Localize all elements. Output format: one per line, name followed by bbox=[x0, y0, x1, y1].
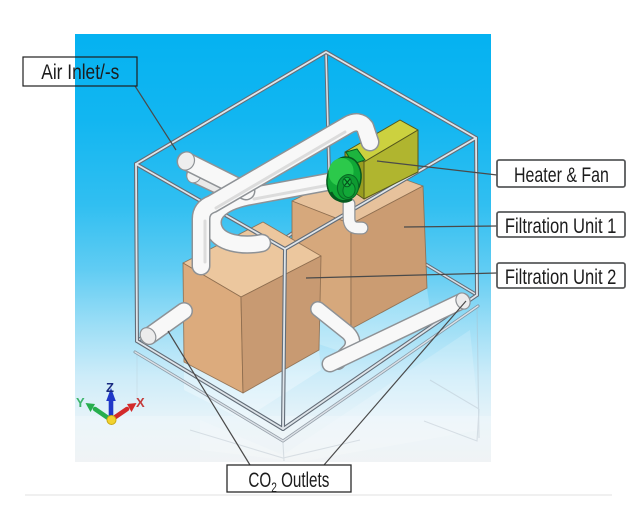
svg-text:Z: Z bbox=[106, 380, 114, 395]
svg-text:Y: Y bbox=[76, 395, 85, 410]
svg-text:X: X bbox=[136, 395, 145, 410]
